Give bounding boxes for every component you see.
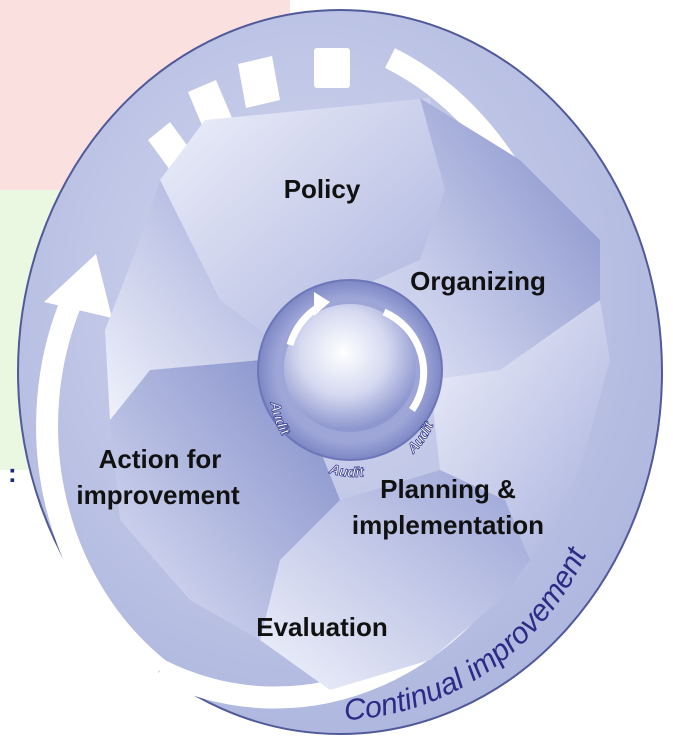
- audit-label: Audit: [327, 460, 366, 480]
- hub-center: [284, 304, 416, 432]
- continual-arrow-head: [44, 254, 112, 318]
- step-organizing: Organizing: [410, 266, 546, 296]
- blade-planning: [430, 300, 610, 560]
- continual-improvement-band-left: [36, 295, 167, 679]
- step-planning-line2: implementation: [352, 510, 544, 540]
- step-policy: Policy: [284, 174, 361, 204]
- step-evaluation: Evaluation: [256, 612, 387, 642]
- blade-policy: [160, 98, 445, 360]
- edge-mark: :: [8, 458, 17, 488]
- blade-organizing: [400, 98, 600, 380]
- blade-evaluation: [260, 470, 530, 690]
- hub-arrow-head: [314, 292, 330, 316]
- step-planning-line1: Planning &: [380, 474, 516, 504]
- step-action-line1: Action for: [99, 444, 222, 474]
- step-action-line2: improvement: [76, 480, 240, 510]
- hub-arrow-right: [382, 308, 428, 412]
- blade-action-upper: [105, 180, 300, 420]
